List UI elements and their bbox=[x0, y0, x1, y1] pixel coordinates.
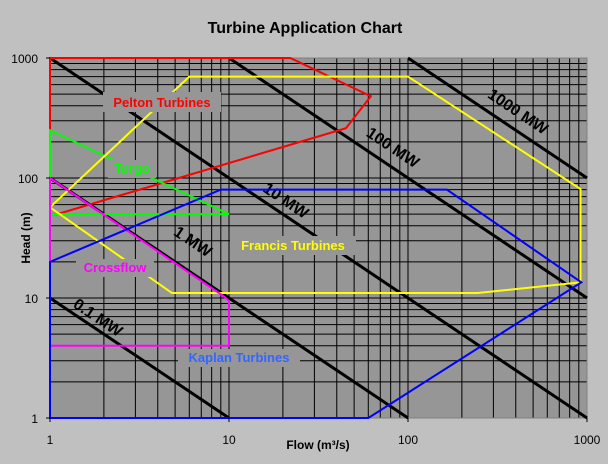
power-line bbox=[49, 296, 230, 420]
x-tick-label: 1 bbox=[47, 433, 54, 447]
power-line bbox=[407, 56, 588, 180]
turbine-label: Kaplan Turbines bbox=[189, 350, 290, 365]
region-francis-turbines bbox=[48, 75, 582, 295]
y-tick-label: 1000 bbox=[11, 52, 38, 66]
y-tick-label: 100 bbox=[18, 172, 38, 186]
axis-ticks: 1 10 100 1000 1 10 100 1000 bbox=[11, 52, 600, 447]
y-tick-label: 10 bbox=[25, 292, 39, 306]
label-box bbox=[178, 349, 300, 367]
label-box bbox=[76, 259, 154, 277]
x-tick-label: 100 bbox=[398, 433, 418, 447]
turbine-label: Turgo bbox=[114, 161, 150, 176]
x-axis-label: Flow (m³/s) bbox=[286, 438, 349, 452]
label-box bbox=[230, 236, 356, 255]
y-tick-label: 1 bbox=[31, 412, 38, 426]
label-box bbox=[108, 160, 156, 178]
x-tick-label: 1000 bbox=[574, 433, 601, 447]
chart-title: Turbine Application Chart bbox=[208, 20, 403, 37]
power-line bbox=[228, 56, 588, 300]
turbine-label: Crossflow bbox=[84, 260, 148, 275]
y-axis-label: Head (m) bbox=[19, 212, 33, 263]
x-tick-label: 10 bbox=[222, 433, 236, 447]
label-box bbox=[103, 92, 221, 112]
turbine-label: Francis Turbines bbox=[241, 238, 345, 253]
turbine-label: Pelton Turbines bbox=[113, 95, 210, 110]
